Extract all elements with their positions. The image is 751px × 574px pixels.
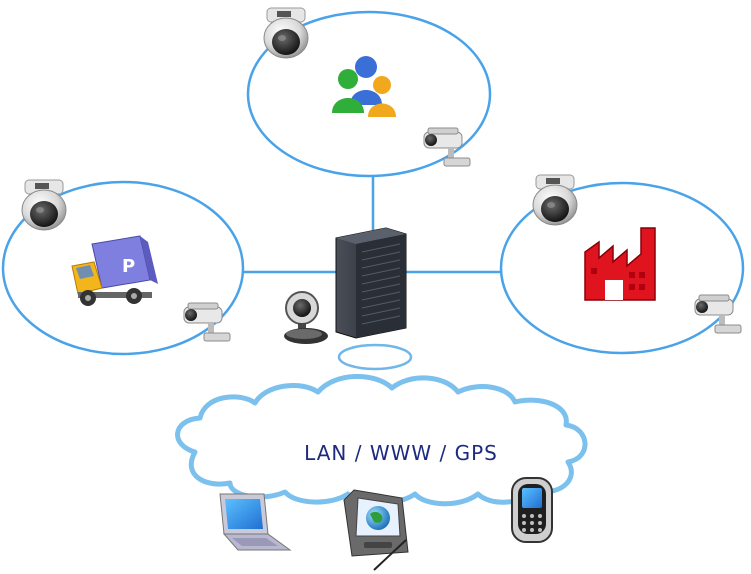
dome-camera-icon [263, 7, 309, 59]
site-ellipse-left [1, 180, 245, 356]
dome-camera-top [263, 7, 309, 59]
dome-camera-icon [532, 174, 578, 226]
bullet-camera-top [423, 127, 471, 167]
webcam-icon [284, 291, 328, 344]
people-group-icon [332, 56, 396, 117]
dome-camera-icon [21, 179, 67, 231]
delivery-truck-icon: P [71, 235, 158, 306]
factory-icon [584, 227, 656, 301]
server-tower-icon [335, 227, 407, 339]
site-ellipse-top [246, 10, 492, 178]
dome-camera-left [21, 179, 67, 231]
connection-lines [243, 176, 500, 274]
mobile-phone-icon [511, 477, 553, 543]
svg-text:P: P [122, 256, 135, 277]
pda-icon [343, 489, 409, 571]
laptop-icon [219, 493, 292, 551]
cloud-shape [175, 374, 588, 507]
network-cloud: LAN / WWW / GPS [175, 374, 588, 507]
bullet-camera-left [183, 302, 231, 342]
cloud-label: LAN / WWW / GPS [304, 441, 498, 465]
bullet-camera-right [694, 294, 742, 334]
bullet-camera-icon [423, 127, 471, 167]
dome-camera-right [532, 174, 578, 226]
bullet-camera-icon [183, 302, 231, 342]
network-hub-ellipse [337, 343, 413, 371]
site-ellipse-right [499, 181, 745, 355]
bullet-camera-icon [694, 294, 742, 334]
